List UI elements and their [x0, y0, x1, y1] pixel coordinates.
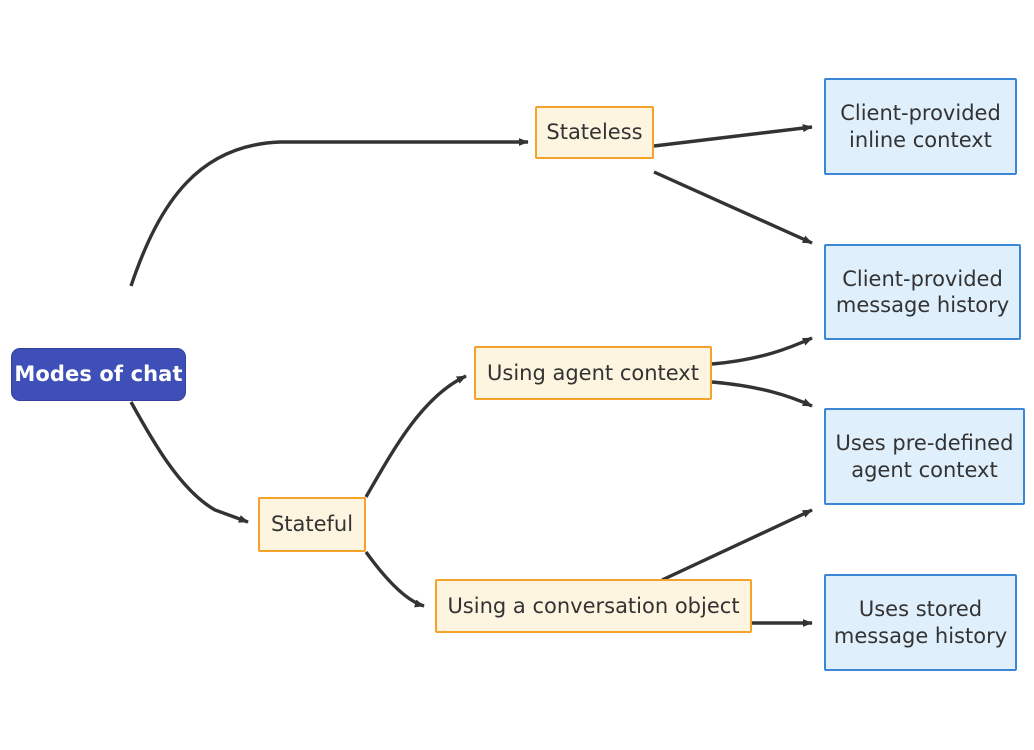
- edge-stateless-to-inline-context: [653, 124, 813, 148]
- node-stateful[interactable]: Stateful: [258, 497, 366, 552]
- edge-agent-context-to-predefined-agent-context: [711, 380, 813, 408]
- edge-root-to-stateless: [129, 138, 529, 287]
- node-client-provided-inline-context[interactable]: Client-provided inline context: [824, 78, 1017, 175]
- node-using-a-conversation-object[interactable]: Using a conversation object: [435, 579, 752, 633]
- edge-stateless-to-message-history: [653, 170, 813, 245]
- node-using-agent-context[interactable]: Using agent context: [474, 346, 712, 400]
- node-modes-of-chat[interactable]: Modes of chat: [11, 348, 186, 401]
- node-stateless[interactable]: Stateless: [535, 106, 654, 159]
- edge-stateful-to-conversation-object: [364, 551, 425, 608]
- node-uses-stored-message-history[interactable]: Uses stored message history: [824, 574, 1017, 671]
- edge-stateful-to-agent-context: [364, 374, 467, 498]
- edge-conversation-object-to-predefined-agent-context: [661, 508, 813, 582]
- node-client-provided-message-history[interactable]: Client-provided message history: [824, 244, 1021, 340]
- edge-root-to-stateful: [129, 401, 249, 524]
- edge-agent-context-to-message-history: [711, 336, 813, 366]
- node-uses-pre-defined-agent-context[interactable]: Uses pre-defined agent context: [824, 408, 1025, 505]
